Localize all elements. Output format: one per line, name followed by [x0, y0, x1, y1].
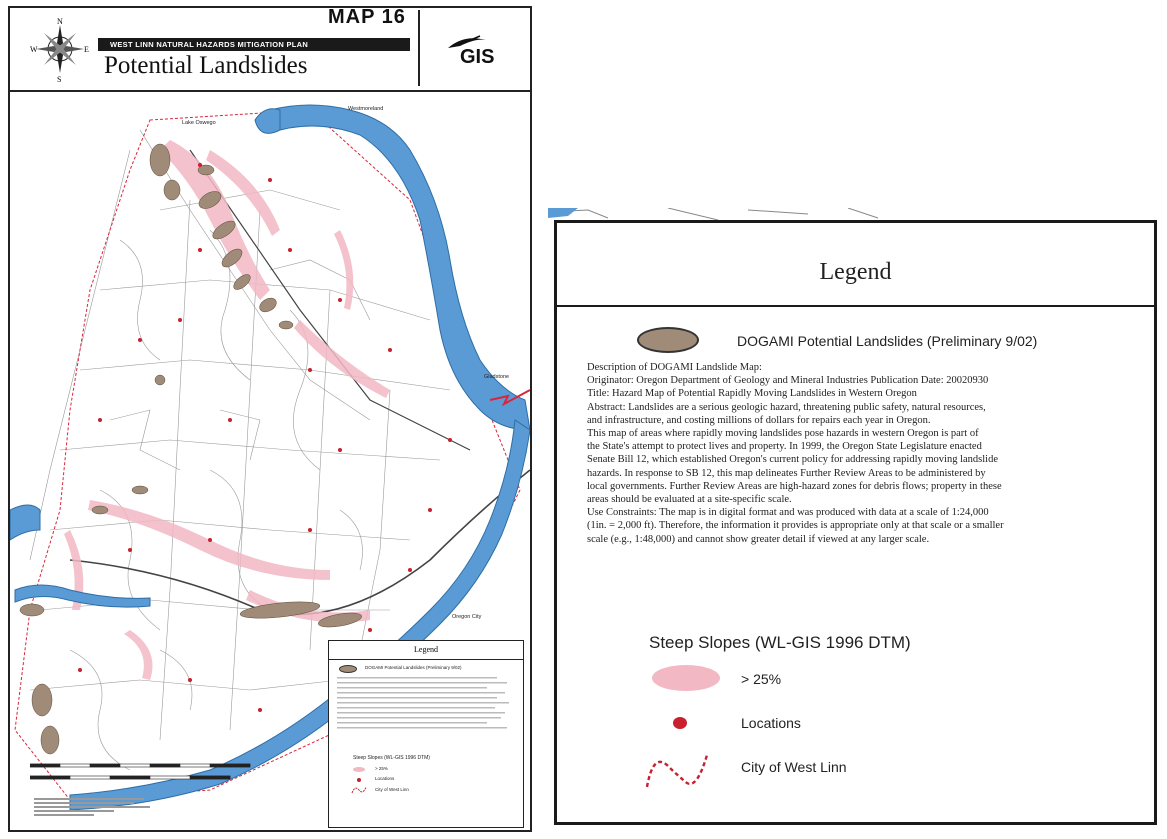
logo-swoosh-icon	[448, 35, 486, 48]
landslide-swatch	[637, 327, 699, 353]
mini-location-swatch	[357, 778, 361, 782]
compass-s: S	[57, 75, 61, 82]
map-sheet: N S W E MAP 16 WEST LINN NATURAL HAZARDS…	[8, 6, 532, 832]
city-boundary-swatch-icon	[645, 754, 709, 788]
landslide-map	[10, 104, 530, 811]
desc-line: Abstract: Landslides are a serious geolo…	[587, 401, 986, 413]
city-label: City of West Linn	[741, 759, 847, 775]
place-westmoreland: Westmoreland	[348, 106, 384, 112]
desc-line: the State's attempt to protect lives and…	[587, 441, 982, 453]
gis-logo: GIS	[418, 10, 530, 86]
map-header: N S W E MAP 16 WEST LINN NATURAL HAZARDS…	[10, 6, 530, 92]
desc-line: This map of areas where rapidly moving l…	[587, 428, 979, 440]
place-lake-oswego: Lake Oswego	[182, 120, 216, 126]
desc-line: areas should be evaluated at a site-spec…	[587, 494, 792, 506]
place-gladstone: Gladstone	[484, 374, 510, 380]
desc-line: scale (e.g., 1:48,000) and cannot show g…	[587, 533, 930, 545]
legend-map-edge	[548, 208, 879, 221]
mini-dogami-label: DOGAMI Potential Landslides (Preliminary…	[365, 665, 462, 670]
desc-line: Senate Bill 12, which established Oregon…	[587, 454, 999, 466]
scale-bars	[30, 763, 251, 780]
mini-landslide-swatch	[339, 665, 357, 673]
legend-frame: Legend DOGAMI Potential Landslides (Prel…	[554, 220, 1157, 825]
mini-city-swatch-icon	[351, 786, 367, 794]
legend-header: Legend	[557, 223, 1154, 307]
mini-legend: Legend DOGAMI Potential Landslides (Prel…	[328, 640, 524, 828]
dogami-landslides	[19, 143, 362, 755]
locations-label: Locations	[741, 715, 801, 731]
mini-slope-swatch	[353, 767, 365, 772]
steep-slope-swatch	[652, 665, 720, 691]
logo-text: GIS	[460, 46, 495, 68]
map-notes	[34, 798, 154, 818]
rivers	[10, 104, 530, 811]
slope-threshold-label: > 25%	[741, 671, 782, 687]
map-number: MAP 16	[328, 6, 406, 28]
street-network	[29, 129, 451, 771]
highway-line	[69, 469, 530, 616]
compass-n: N	[57, 17, 63, 26]
mini-legend-text-block	[337, 677, 509, 729]
location-points	[78, 163, 452, 712]
compass-w: W	[30, 45, 38, 54]
city-boundary	[14, 109, 521, 801]
mini-slopes-title: Steep Slopes (WL-GIS 1996 DTM)	[353, 755, 430, 761]
desc-line: Use Constraints: The map is in digital f…	[587, 507, 989, 519]
legend-zoom: Legend DOGAMI Potential Landslides (Prel…	[548, 208, 1163, 830]
desc-line: (1in. = 2,000 ft). Therefore, the inform…	[587, 520, 1004, 532]
desc-line: local governments. Further Review Areas …	[587, 480, 1002, 492]
plan-name-banner: WEST LINN NATURAL HAZARDS MITIGATION PLA…	[98, 38, 410, 51]
place-oregon-city: Oregon City	[452, 614, 482, 620]
legend-title: Legend	[819, 259, 892, 285]
compass-e: E	[84, 45, 89, 54]
map-title: Potential Landslides	[104, 52, 308, 79]
location-swatch	[673, 717, 687, 729]
tualatin-river	[14, 584, 151, 608]
desc-line: Originator: Oregon Department of Geology…	[587, 375, 989, 387]
dogami-label: DOGAMI Potential Landslides (Preliminary…	[737, 333, 1038, 349]
arrow-icon	[489, 389, 530, 407]
desc-line: Title: Hazard Map of Potential Rapidly M…	[587, 388, 917, 400]
desc-line: Description of DOGAMI Landslide Map:	[587, 362, 762, 373]
mini-locations-label: Locations	[375, 776, 395, 781]
mini-legend-title: Legend	[329, 641, 523, 660]
willamette-river-south	[69, 419, 530, 811]
mini-city-label: City of West Linn	[375, 787, 409, 792]
desc-line: and infrastructure, and costing millions…	[587, 414, 931, 426]
mini-slope-label: > 25%	[375, 766, 388, 771]
landslide-description: Description of DOGAMI Landslide Map: Ori…	[587, 361, 1147, 546]
compass-rose-icon: N S W E	[30, 17, 89, 82]
map-area: Lake Oswego Westmoreland Gladstone Orego…	[10, 90, 530, 830]
willamette-river-north	[269, 104, 530, 431]
desc-line: hazards. In response to SB 12, this map …	[587, 467, 986, 479]
steep-slopes-title: Steep Slopes (WL-GIS 1996 DTM)	[649, 633, 911, 652]
